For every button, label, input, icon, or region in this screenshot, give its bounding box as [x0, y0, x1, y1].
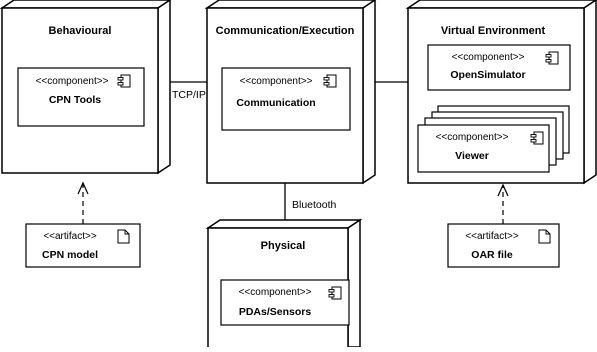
tcpip-label: TCP/IP — [172, 89, 206, 101]
communication-name: Communication — [236, 97, 315, 109]
component-icon — [117, 74, 131, 88]
viewer-stereotype: <<component>> — [436, 132, 509, 143]
cpn-tools-name: CPN Tools — [49, 94, 101, 106]
document-icon — [117, 229, 130, 244]
opensimulator-name: OpenSimulator — [450, 69, 525, 81]
communication-stereotype: <<component>> — [240, 76, 313, 87]
oar-file-stereotype: <<artifact>> — [465, 231, 519, 242]
communication-component: <<component>> Communication — [221, 67, 351, 131]
document-icon — [538, 229, 551, 244]
oar-file-dependency — [497, 183, 509, 224]
component-icon — [530, 131, 544, 145]
communication-title: Communication/Execution — [216, 25, 355, 37]
opensimulator-component: <<component>> OpenSimulator — [427, 44, 571, 91]
cpn-tools-component: <<component>> CPN Tools — [17, 67, 145, 127]
behavioural-title: Behavioural — [49, 25, 112, 37]
pdas-sensors-name: PDAs/Sensors — [239, 306, 312, 318]
cpn-model-dependency — [77, 181, 89, 224]
component-icon — [545, 51, 559, 65]
oar-file-artifact: <<artifact>> OAR file — [447, 223, 560, 268]
physical-title: Physical — [261, 240, 306, 252]
component-icon — [328, 286, 342, 300]
virtual-environment-title: Virtual Environment — [441, 25, 546, 37]
bluetooth-connection: Bluetooth — [284, 183, 337, 220]
cpn-model-stereotype: <<artifact>> — [43, 231, 97, 242]
cpn-model-artifact: <<artifact>> CPN model — [25, 223, 141, 268]
viewer-name: Viewer — [455, 150, 489, 162]
pdas-sensors-component: <<component>> PDAs/Sensors — [220, 279, 350, 326]
bluetooth-label: Bluetooth — [292, 199, 337, 211]
oar-file-name: OAR file — [471, 249, 513, 261]
viewer-component: <<component>> Viewer — [417, 105, 570, 173]
cpn-tools-stereotype: <<component>> — [36, 76, 109, 87]
tcpip-connection: TCP/IP — [170, 81, 207, 101]
opensimulator-stereotype: <<component>> — [452, 52, 525, 63]
cpn-model-name: CPN model — [42, 249, 98, 261]
pdas-sensors-stereotype: <<component>> — [239, 287, 312, 298]
component-icon — [323, 74, 337, 88]
